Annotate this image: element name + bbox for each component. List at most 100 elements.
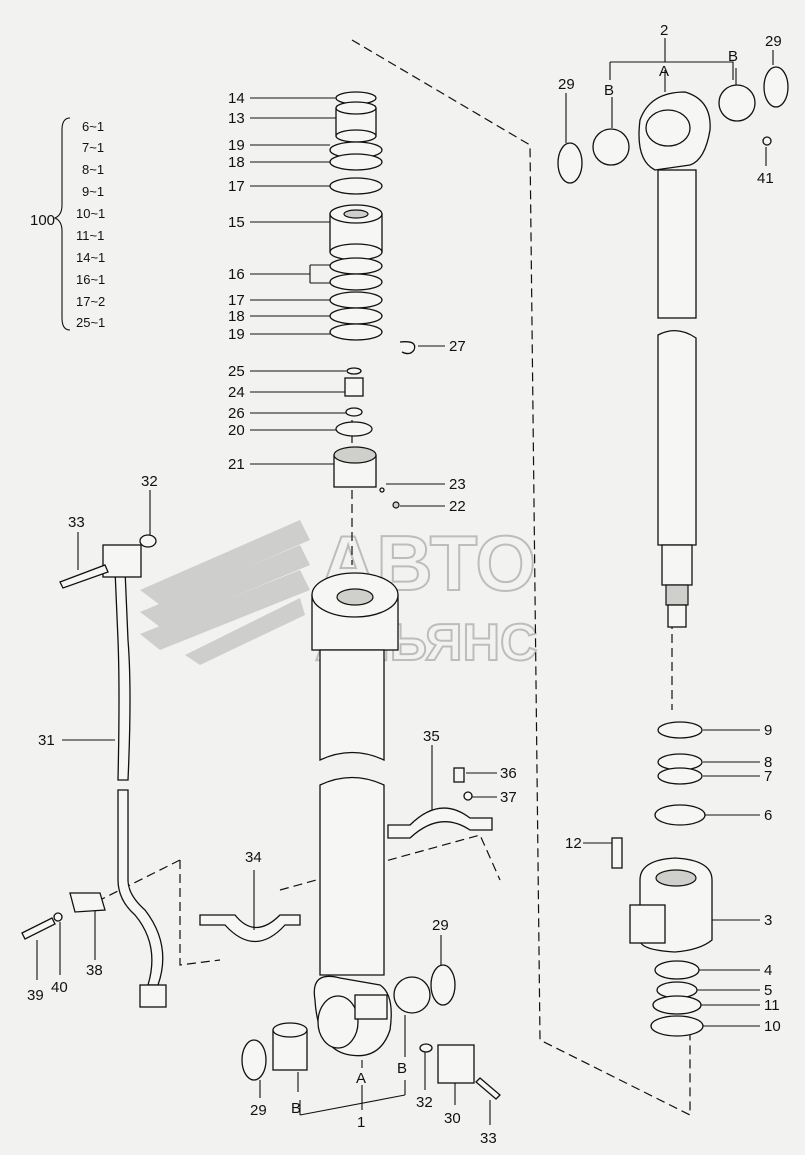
bolt-12 <box>611 837 623 869</box>
callout-27: 27 <box>449 338 466 355</box>
callout-37: 37 <box>500 789 517 806</box>
callout-29: 29 <box>432 917 449 934</box>
callout-30: 30 <box>444 1110 461 1127</box>
washer-40 <box>53 912 63 922</box>
kit-entry: 25~1 <box>76 315 105 330</box>
callout-23: 23 <box>449 476 466 493</box>
ring-26 <box>345 407 363 417</box>
seal-29-bottom-left <box>241 1039 267 1081</box>
callout-32: 32 <box>416 1094 433 1111</box>
seal-29-bottom-right <box>430 964 456 1006</box>
callout-B-bottom-left: B <box>291 1100 301 1117</box>
callout-12: 12 <box>565 835 582 852</box>
seal-29-left <box>557 142 583 184</box>
callout-39: 39 <box>27 987 44 1004</box>
seal-6 <box>654 804 706 826</box>
callout-29: 29 <box>558 76 575 93</box>
kit-entry: 17~2 <box>76 294 105 309</box>
callout-21: 21 <box>228 456 245 473</box>
kit-list: 100 6~1 7~1 8~1 9~1 10~1 11~1 14~1 16~1 … <box>30 117 105 331</box>
seal-ring-17 <box>329 177 383 195</box>
kit-number: 100 <box>30 212 55 229</box>
callout-2: 2 <box>660 22 668 39</box>
seal-11 <box>652 995 702 1015</box>
fitting-41 <box>762 136 772 146</box>
seal-10 <box>650 1015 704 1037</box>
clip-27 <box>399 341 416 355</box>
callout-5: 5 <box>764 982 772 999</box>
callout-16: 16 <box>228 266 245 283</box>
head-seals <box>611 721 713 1037</box>
callout-34: 34 <box>245 849 262 866</box>
kit-entry: 10~1 <box>76 206 105 221</box>
pipe-31 <box>114 569 131 781</box>
seal-ring-16 <box>329 257 383 275</box>
callout-20: 20 <box>228 422 245 439</box>
ring-20 <box>335 421 373 437</box>
callout-35: 35 <box>423 728 440 745</box>
callout-31: 31 <box>38 732 55 749</box>
callout-41: 41 <box>757 170 774 187</box>
callout-A-top: A <box>659 63 669 80</box>
callout-29: 29 <box>250 1102 267 1119</box>
kit-entry: 7~1 <box>82 140 104 155</box>
nut-24 <box>344 377 364 397</box>
seal-ring-17b <box>329 291 383 309</box>
callout-3: 3 <box>764 912 772 929</box>
bolt-33-bottom <box>475 1077 501 1100</box>
clamps <box>199 767 493 942</box>
kit-entry: 14~1 <box>76 250 105 265</box>
ball-23 <box>379 487 385 493</box>
kit-entry: 11~1 <box>76 228 104 243</box>
bushing-B-bottom-right <box>393 976 431 1014</box>
callout-labels: 14 13 19 18 17 15 16 17 18 19 27 25 24 2… <box>27 22 782 1147</box>
screw-22 <box>392 501 400 509</box>
seal-7 <box>657 767 703 785</box>
rod-upper <box>657 169 697 319</box>
washer-37 <box>463 791 473 801</box>
callout-1: 1 <box>357 1114 365 1131</box>
bolt-36 <box>453 767 465 783</box>
piston-stack <box>329 91 416 509</box>
callout-9: 9 <box>764 722 772 739</box>
callout-25: 25 <box>228 363 245 380</box>
callout-29: 29 <box>765 33 782 50</box>
leader-lines <box>36 38 774 1125</box>
callout-17: 17 <box>228 292 245 309</box>
callout-40: 40 <box>51 979 68 996</box>
callout-18: 18 <box>228 308 245 325</box>
callout-33: 33 <box>68 514 85 531</box>
ring-25 <box>346 367 362 375</box>
callout-B-bottom-right: B <box>397 1060 407 1077</box>
callout-17: 17 <box>228 178 245 195</box>
block-32 <box>102 544 142 578</box>
cylinder-tube <box>311 572 399 1057</box>
callout-B-top-right: B <box>728 48 738 65</box>
callout-22: 22 <box>449 498 466 515</box>
seal-ring-19b <box>329 323 383 341</box>
callout-A-bottom: A <box>356 1070 366 1087</box>
callout-8: 8 <box>764 754 772 771</box>
block-30 <box>437 1044 475 1084</box>
pipe-assembly <box>21 534 167 1008</box>
bushing-B-left <box>592 128 630 166</box>
pipe-nut <box>139 984 167 1008</box>
seal-29-right <box>763 66 789 108</box>
kit-entry: 16~1 <box>76 272 105 287</box>
callout-4: 4 <box>764 962 772 979</box>
bushing-B-right <box>718 84 756 122</box>
bolt-39 <box>21 917 56 940</box>
seal-ring-18b <box>329 307 383 325</box>
callout-24: 24 <box>228 384 245 401</box>
seal-ring-18 <box>329 153 383 171</box>
kit-entry: 8~1 <box>82 162 104 177</box>
bolt-33 <box>59 564 109 589</box>
kit-entry: 6~1 <box>82 119 104 134</box>
bottom-parts <box>241 964 501 1100</box>
callout-10: 10 <box>764 1018 781 1035</box>
callout-B-top-left: B <box>604 82 614 99</box>
clamp-35 <box>387 807 493 839</box>
callout-11: 11 <box>764 997 780 1014</box>
callout-14: 14 <box>228 90 245 107</box>
